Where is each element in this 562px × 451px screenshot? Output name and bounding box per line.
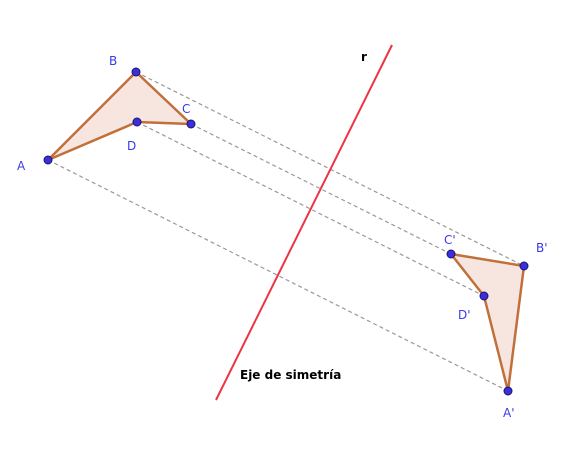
axis-name-label: r [361,50,367,64]
label-a-prime: A' [503,406,515,420]
label-c-prime: C' [444,233,456,247]
point-c-prime[interactable] [446,249,456,259]
label-b-prime: B' [536,241,548,255]
label-d-prime: D' [458,308,471,322]
label-c: C [182,102,190,116]
point-a[interactable] [43,155,53,165]
original-polygon [46,70,193,162]
point-d[interactable] [132,117,142,127]
axis-caption-label: Eje de simetría [240,368,341,382]
label-b: B [109,54,117,68]
point-d-prime[interactable] [479,291,489,301]
label-a: A [17,159,26,173]
point-c[interactable] [186,119,196,129]
points [43,67,529,396]
label-d: D [127,139,136,153]
guide-line-a [47,159,509,392]
guide-line-d [136,121,485,297]
point-b[interactable] [131,67,141,77]
point-a-prime[interactable] [503,386,513,396]
symmetry-axis-line [215,44,393,401]
reflected-polygon [449,252,526,393]
guide-line-b [135,71,525,267]
point-labels: A B C D A' B' C' D' [17,54,548,420]
point-b-prime[interactable] [519,261,529,271]
guide-lines [47,71,525,392]
